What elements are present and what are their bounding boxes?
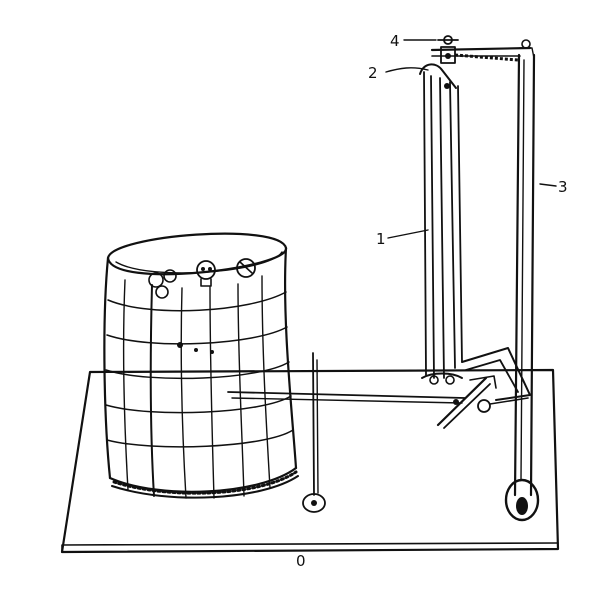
hair-bundle: [419, 63, 463, 385]
clock-mechanism-icon: [148, 258, 256, 299]
support-column: [504, 39, 540, 522]
top-arm: [430, 35, 532, 64]
lever-mechanism: [436, 347, 531, 429]
label-leaders: [385, 39, 557, 239]
label-part-4: 4: [390, 32, 400, 50]
standing-pin: [302, 352, 326, 513]
base-board: [60, 368, 560, 554]
label-base-mark: 0: [296, 552, 306, 570]
connecting-rod: [227, 391, 466, 404]
label-part-3: 3: [558, 178, 568, 196]
label-part-2: 2: [368, 64, 378, 82]
recording-drum: [103, 232, 299, 499]
label-part-1: 1: [376, 230, 386, 248]
